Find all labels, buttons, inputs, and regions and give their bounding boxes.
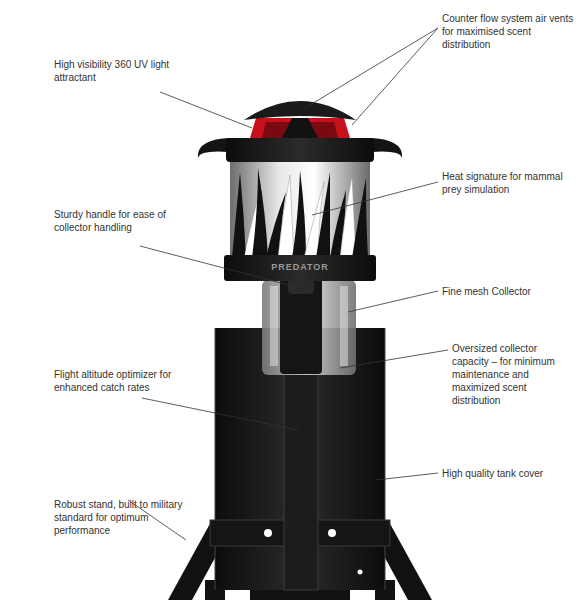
callout-label: Fine mesh Collector	[442, 285, 572, 298]
heat-cylinder	[230, 160, 370, 258]
callout-label: Robust stand, built to military standard…	[54, 498, 184, 537]
leader-lines	[128, 28, 448, 540]
callout-label: Oversized collector capacity – for minim…	[452, 342, 574, 407]
brand-name: PREDATOR	[228, 262, 372, 272]
callout-label: Sturdy handle for ease of collector hand…	[54, 208, 194, 234]
callout-label: Counter flow system air vents for maximi…	[442, 12, 574, 51]
brand-band	[224, 255, 376, 281]
altitude-post	[284, 372, 318, 590]
collector	[262, 274, 356, 375]
callout-label: Flight altitude optimizer for enhanced c…	[54, 368, 194, 394]
callout-label: Heat signature for mammal prey simulatio…	[442, 170, 572, 196]
uv-light	[244, 101, 356, 138]
brim	[198, 138, 402, 162]
callout-label: High visibility 360 UV light attractant	[54, 58, 174, 84]
callout-label: High quality tank cover	[442, 467, 572, 480]
